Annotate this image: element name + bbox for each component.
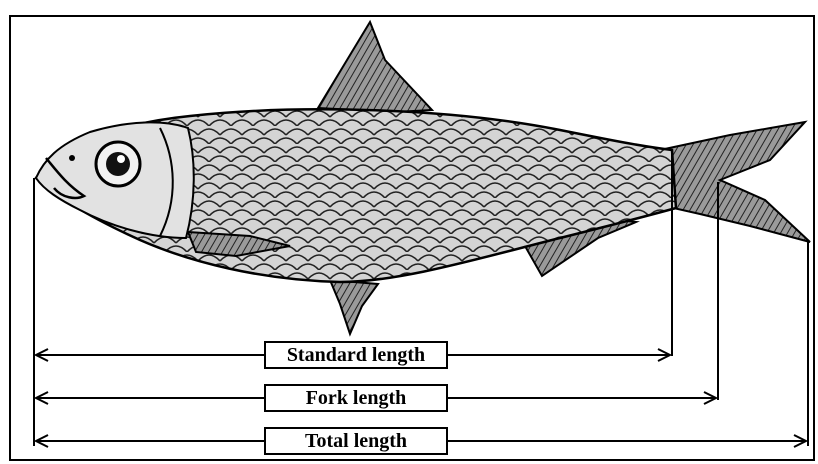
dorsal-fin — [318, 22, 432, 112]
fish-pupil — [106, 152, 130, 176]
fork-length-label: Fork length — [264, 384, 448, 412]
pelvic-fin — [330, 280, 378, 334]
standard-length-label: Standard length — [264, 341, 448, 369]
nostril — [69, 155, 75, 161]
total-length-label: Total length — [264, 427, 448, 455]
caudal-fin — [660, 122, 810, 242]
eye-highlight — [117, 155, 125, 163]
